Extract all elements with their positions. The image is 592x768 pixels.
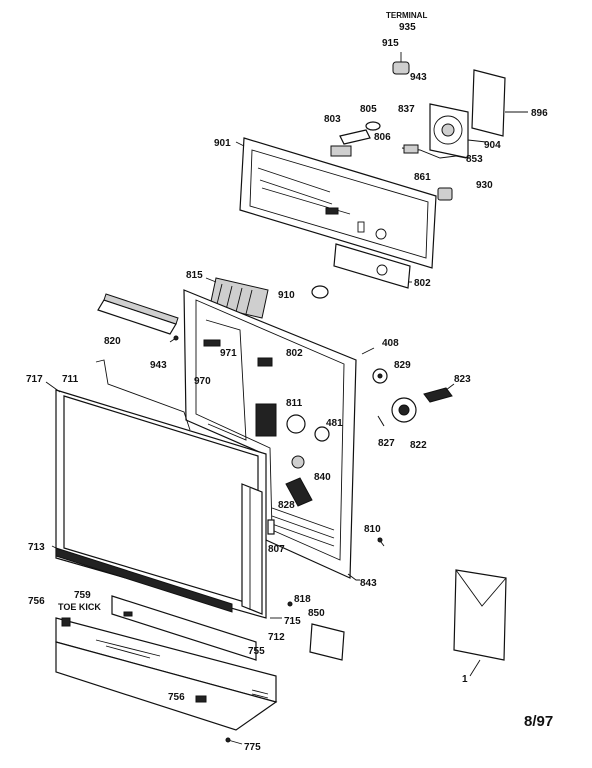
latch-822 (391, 397, 417, 423)
callout-802b: 802 (286, 348, 303, 359)
callout-805: 805 (360, 104, 377, 115)
screw-943 (169, 335, 179, 343)
callout-756b: 756 (168, 692, 185, 703)
timer-904 (429, 103, 487, 159)
button-803 (330, 145, 352, 157)
outer-panel-717 (45, 381, 267, 619)
callout-802: 802 (414, 278, 431, 289)
callout-935: 935 (399, 22, 416, 33)
bottom-trim-713 (51, 545, 233, 613)
callout-806: 806 (374, 132, 391, 143)
callout-896: 896 (531, 108, 548, 119)
callout-759: 759 (74, 590, 91, 601)
callout-850: 850 (308, 608, 325, 619)
callout-408: 408 (382, 338, 399, 349)
callout-717: 717 (26, 374, 43, 385)
screw-827 (377, 415, 385, 427)
grommet-910 (311, 285, 329, 299)
kick-plate-756 (55, 617, 278, 731)
side-channel-712 (241, 483, 263, 615)
callout-829: 829 (394, 360, 411, 371)
callout-943b: 943 (150, 360, 167, 371)
callout-807: 807 (268, 544, 285, 555)
callout-915: 915 (382, 38, 399, 49)
callout-711: 711 (62, 374, 79, 385)
screw-408 (361, 347, 375, 355)
callout-840: 840 (314, 472, 331, 483)
callout-822: 822 (410, 440, 427, 451)
terminal-label: TERMINAL (386, 11, 427, 20)
screw-818 (287, 601, 293, 607)
callout-827: 827 (378, 438, 395, 449)
callout-861: 861 (414, 172, 431, 183)
terminal-block-915 (392, 52, 410, 75)
door-liner-711 (95, 359, 191, 431)
toe-kick-759 (111, 595, 257, 661)
callout-823: 823 (454, 374, 471, 385)
callout-971: 971 (220, 348, 237, 359)
callout-853: 853 (466, 154, 483, 165)
knob-930 (437, 187, 453, 201)
console-panel-901 (235, 137, 437, 269)
callout-712: 712 (268, 632, 285, 643)
manual-sheet-896 (471, 69, 528, 137)
callout-837: 837 (398, 104, 415, 115)
callout-818: 818 (294, 594, 311, 605)
callout-713: 713 (28, 542, 45, 553)
screw-775 (225, 737, 243, 745)
callout-843: 843 (360, 578, 377, 589)
callout-970: 970 (194, 376, 211, 387)
callout-775: 775 (244, 742, 261, 753)
callout-815: 815 (186, 270, 203, 281)
inner-door-807 (183, 289, 357, 579)
bracket-820 (97, 293, 179, 335)
callout-756: 756 (28, 596, 45, 607)
callout-828: 828 (278, 500, 295, 511)
callout-930: 930 (476, 180, 493, 191)
callout-1: 1 (462, 674, 468, 685)
callout-943: 943 (410, 72, 427, 83)
switch-861 (403, 144, 419, 154)
screw-810 (377, 537, 385, 547)
latch-handle-823 (423, 383, 455, 403)
callout-715: 715 (284, 616, 301, 627)
knob-829 (372, 368, 388, 384)
callout-901: 901 (214, 138, 231, 149)
callout-481: 481 (326, 418, 343, 429)
callout-904: 904 (484, 140, 501, 151)
clip-850 (309, 623, 345, 661)
date-code: 8/97 (524, 713, 553, 730)
callout-803: 803 (324, 114, 341, 125)
envelope-1 (453, 569, 507, 677)
switch-806 (339, 121, 381, 145)
lens-802-top (333, 243, 412, 289)
callout-820: 820 (104, 336, 121, 347)
gasket-843 (347, 573, 360, 581)
callout-910: 910 (278, 290, 295, 301)
toe-kick-label: TOE KICK (58, 602, 101, 612)
callout-755: 755 (248, 646, 265, 657)
callout-810: 810 (364, 524, 381, 535)
callout-811: 811 (286, 398, 303, 409)
